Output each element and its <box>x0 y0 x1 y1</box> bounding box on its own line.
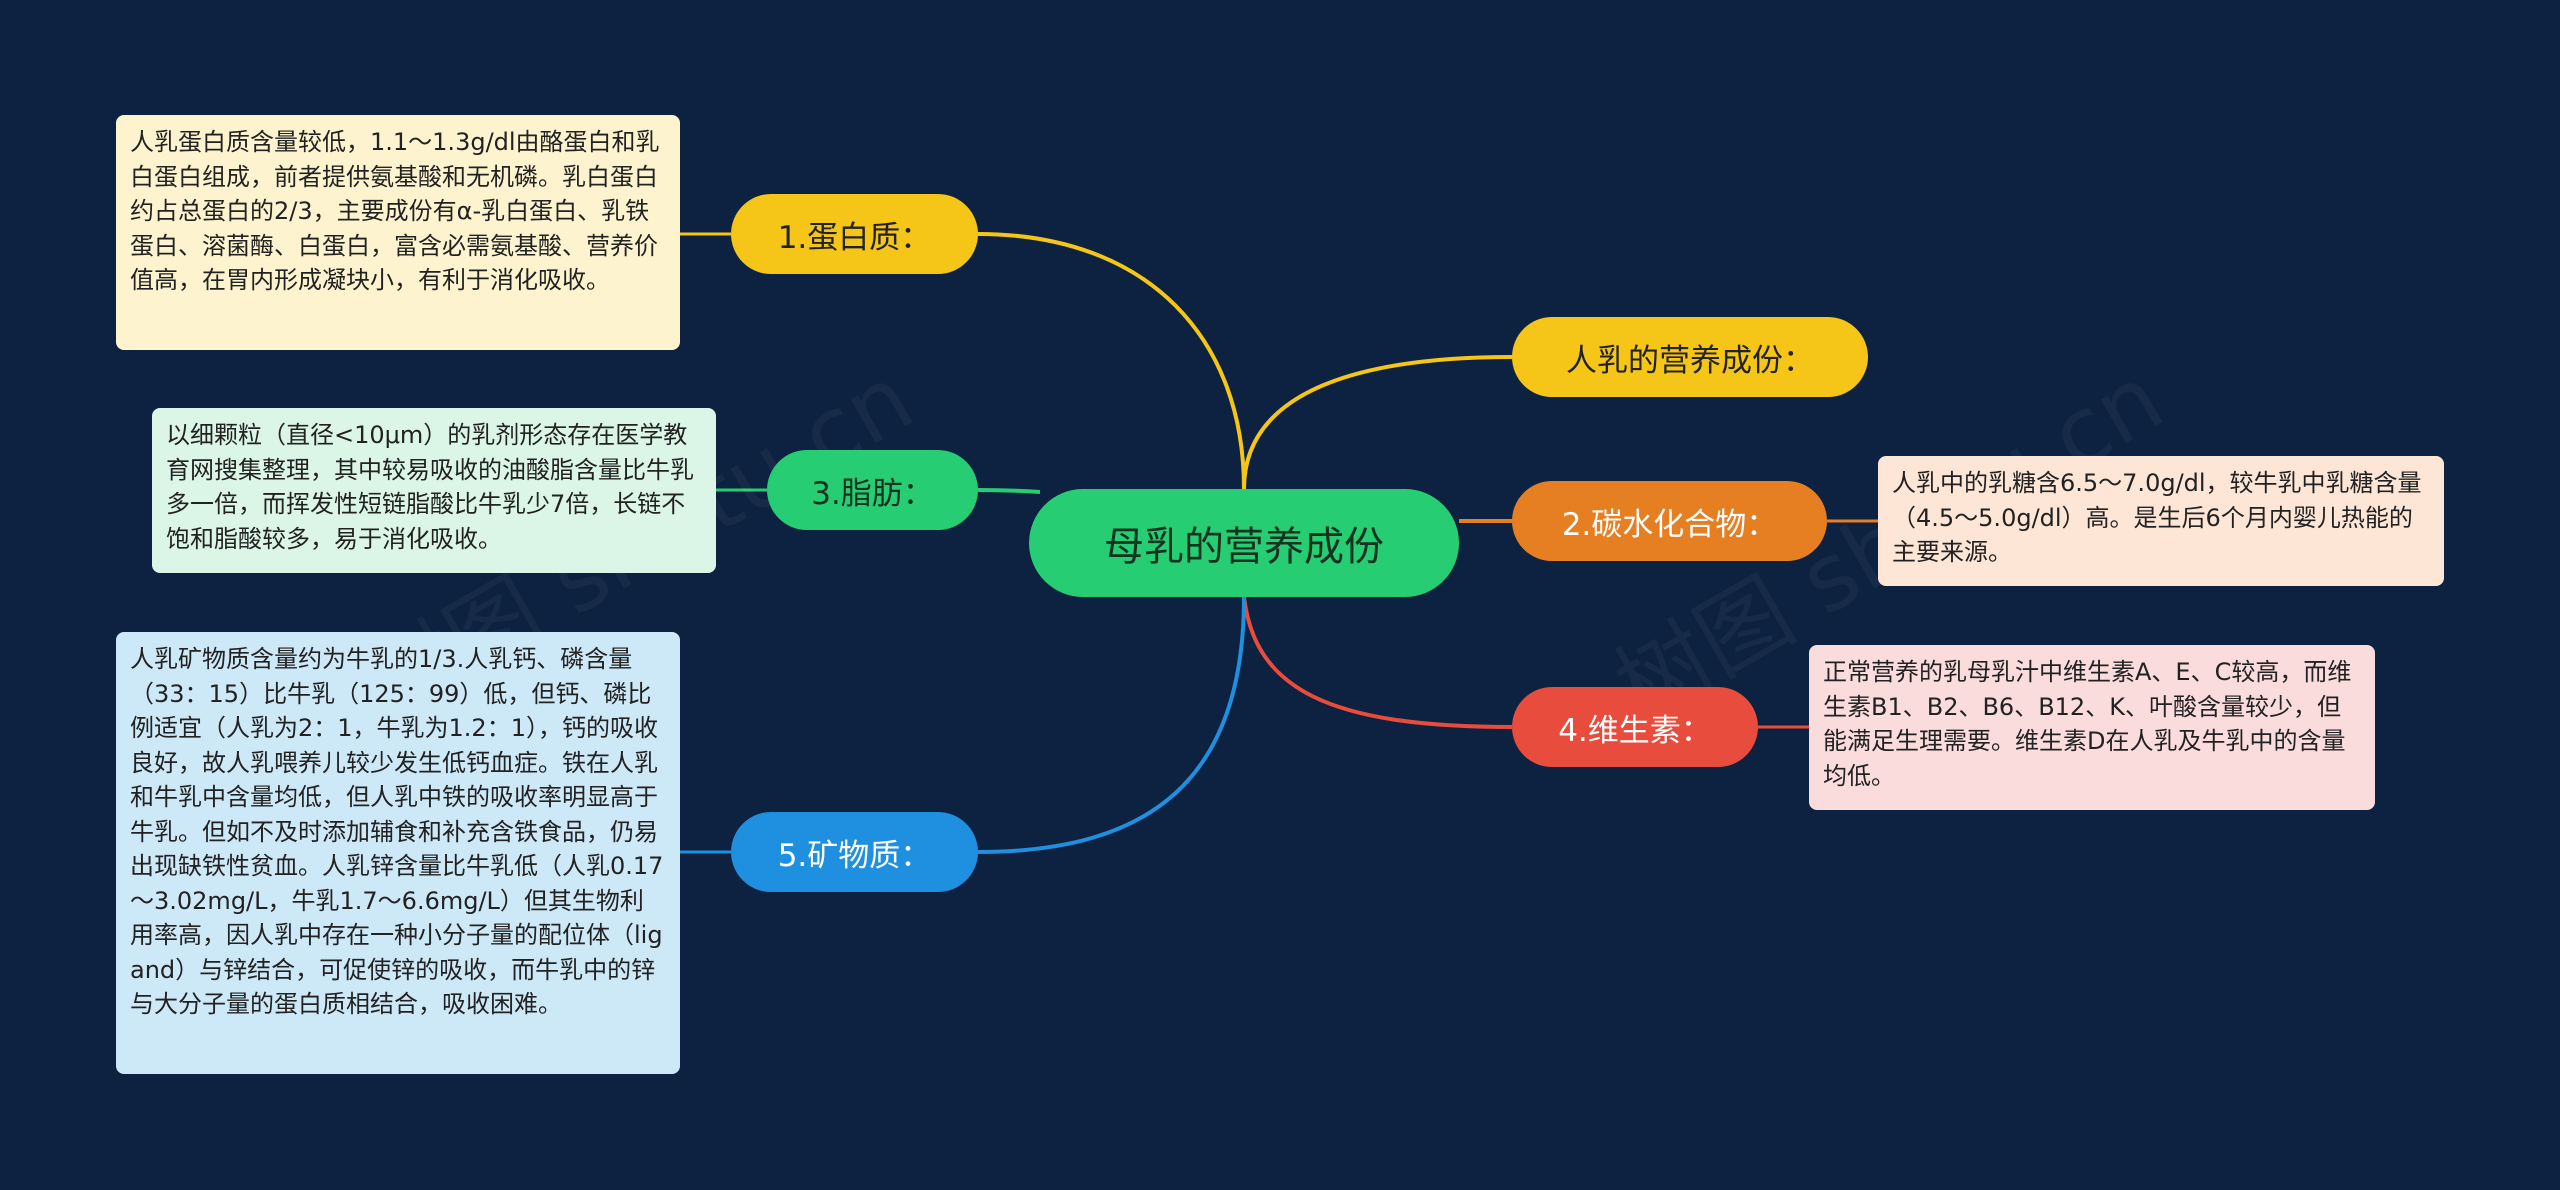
branch-vitamin[interactable]: 4.维生素： <box>1512 687 1758 767</box>
note-vitamin: 正常营养的乳母乳汁中维生素A、E、C较高，而维生素B1、B2、B6、B12、K、… <box>1809 645 2375 810</box>
branch-nutrition[interactable]: 人乳的营养成份： <box>1512 317 1868 397</box>
note-mineral: 人乳矿物质含量约为牛乳的1/3.人乳钙、磷含量（33：15）比牛乳（125：99… <box>116 632 680 1074</box>
connector-protein <box>977 232 1246 490</box>
branch-protein[interactable]: 1.蛋白质： <box>731 194 978 274</box>
note-protein: 人乳蛋白质含量较低，1.1～1.3g/dl由酪蛋白和乳白蛋白组成，前者提供氨基酸… <box>116 115 680 350</box>
branch-carbohydrate[interactable]: 2.碳水化合物： <box>1512 481 1827 561</box>
central-topic[interactable]: 母乳的营养成份 <box>1029 489 1459 597</box>
note-fat: 以细颗粒（直径<10μm）的乳剂形态存在医学教育网搜集整理，其中较易吸收的油酸脂… <box>152 408 716 573</box>
connector-fat <box>977 488 1041 494</box>
connector-mineral <box>977 596 1246 854</box>
branch-fat[interactable]: 3.脂肪： <box>767 450 978 530</box>
connector-vitamin <box>1242 596 1513 729</box>
connector-nutrition <box>1242 355 1513 490</box>
branch-mineral[interactable]: 5.矿物质： <box>731 812 978 892</box>
note-carbohydrate: 人乳中的乳糖含6.5～7.0g/dl，较牛乳中乳糖含量（4.5～5.0g/dl）… <box>1878 456 2444 586</box>
